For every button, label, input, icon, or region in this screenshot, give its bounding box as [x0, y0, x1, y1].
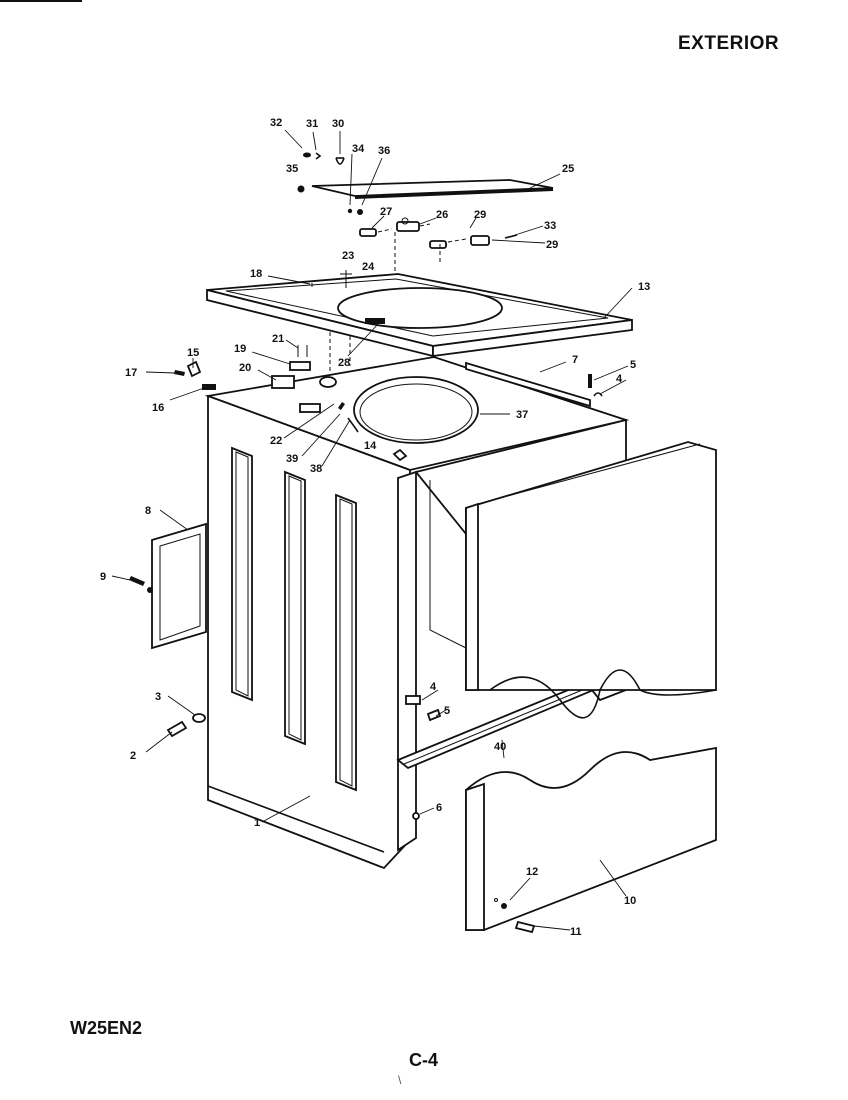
leader-lines — [111, 129, 633, 931]
part-label-34: 34 — [352, 143, 365, 155]
part-label-21: 21 — [272, 333, 284, 345]
part-label-37: 37 — [516, 409, 528, 421]
part-label-24: 24 — [362, 261, 375, 273]
part-label-3: 3 — [155, 691, 161, 703]
part-label-4: 4 — [430, 681, 437, 693]
part-label-22: 22 — [270, 435, 282, 447]
part-label-7: 7 — [572, 354, 578, 366]
part-label-28: 28 — [338, 357, 350, 369]
fasteners — [129, 345, 603, 934]
page-title: EXTERIOR — [678, 33, 780, 54]
part-label-23: 23 — [342, 250, 354, 262]
part-label-8: 8 — [145, 505, 151, 517]
front-upper-panel — [465, 441, 717, 719]
part-label-16: 16 — [152, 402, 164, 414]
main-top-panel — [206, 270, 633, 358]
part-label-12: 12 — [526, 866, 538, 878]
part-label-30: 30 — [332, 118, 344, 130]
part-label-15: 15 — [187, 347, 199, 359]
part-label-17: 17 — [125, 367, 137, 379]
part-labels: 1234455678910111213141516171819202122232… — [100, 117, 650, 938]
part-label-32: 32 — [270, 117, 282, 129]
part-label-1: 1 — [254, 817, 260, 829]
part-label-9: 9 — [100, 571, 106, 583]
stray-mark: \ — [398, 1073, 402, 1087]
model-number: W25EN2 — [70, 1018, 143, 1038]
part-label-33: 33 — [544, 220, 556, 232]
part-label-5: 5 — [444, 705, 450, 717]
top-cover-plate — [311, 179, 554, 199]
part-label-4: 4 — [616, 373, 623, 385]
part-label-40: 40 — [494, 741, 506, 753]
page-number: C-4 — [409, 1050, 439, 1070]
front-lower-panel — [465, 746, 717, 931]
rear-access-panel — [151, 522, 207, 650]
part-label-5: 5 — [630, 359, 636, 371]
part-label-2: 2 — [130, 750, 136, 762]
part-label-35: 35 — [286, 163, 298, 175]
part-label-14: 14 — [364, 440, 377, 452]
part-label-26: 26 — [436, 209, 448, 221]
part-label-19: 19 — [234, 343, 246, 355]
part-label-20: 20 — [239, 362, 251, 374]
part-label-10: 10 — [624, 895, 636, 907]
part-label-11: 11 — [570, 926, 582, 938]
top-rule — [0, 0, 82, 2]
part-label-13: 13 — [638, 281, 650, 293]
part-label-36: 36 — [378, 145, 390, 157]
part-label-29: 29 — [546, 239, 558, 251]
part-label-18: 18 — [250, 268, 262, 280]
part-label-6: 6 — [436, 802, 442, 814]
part-label-29: 29 — [474, 209, 486, 221]
part-label-27: 27 — [380, 206, 392, 218]
part-label-25: 25 — [562, 163, 574, 175]
part-label-31: 31 — [306, 118, 318, 130]
part-label-38: 38 — [310, 463, 322, 475]
cover-hardware — [297, 152, 518, 272]
part-label-39: 39 — [286, 453, 298, 465]
